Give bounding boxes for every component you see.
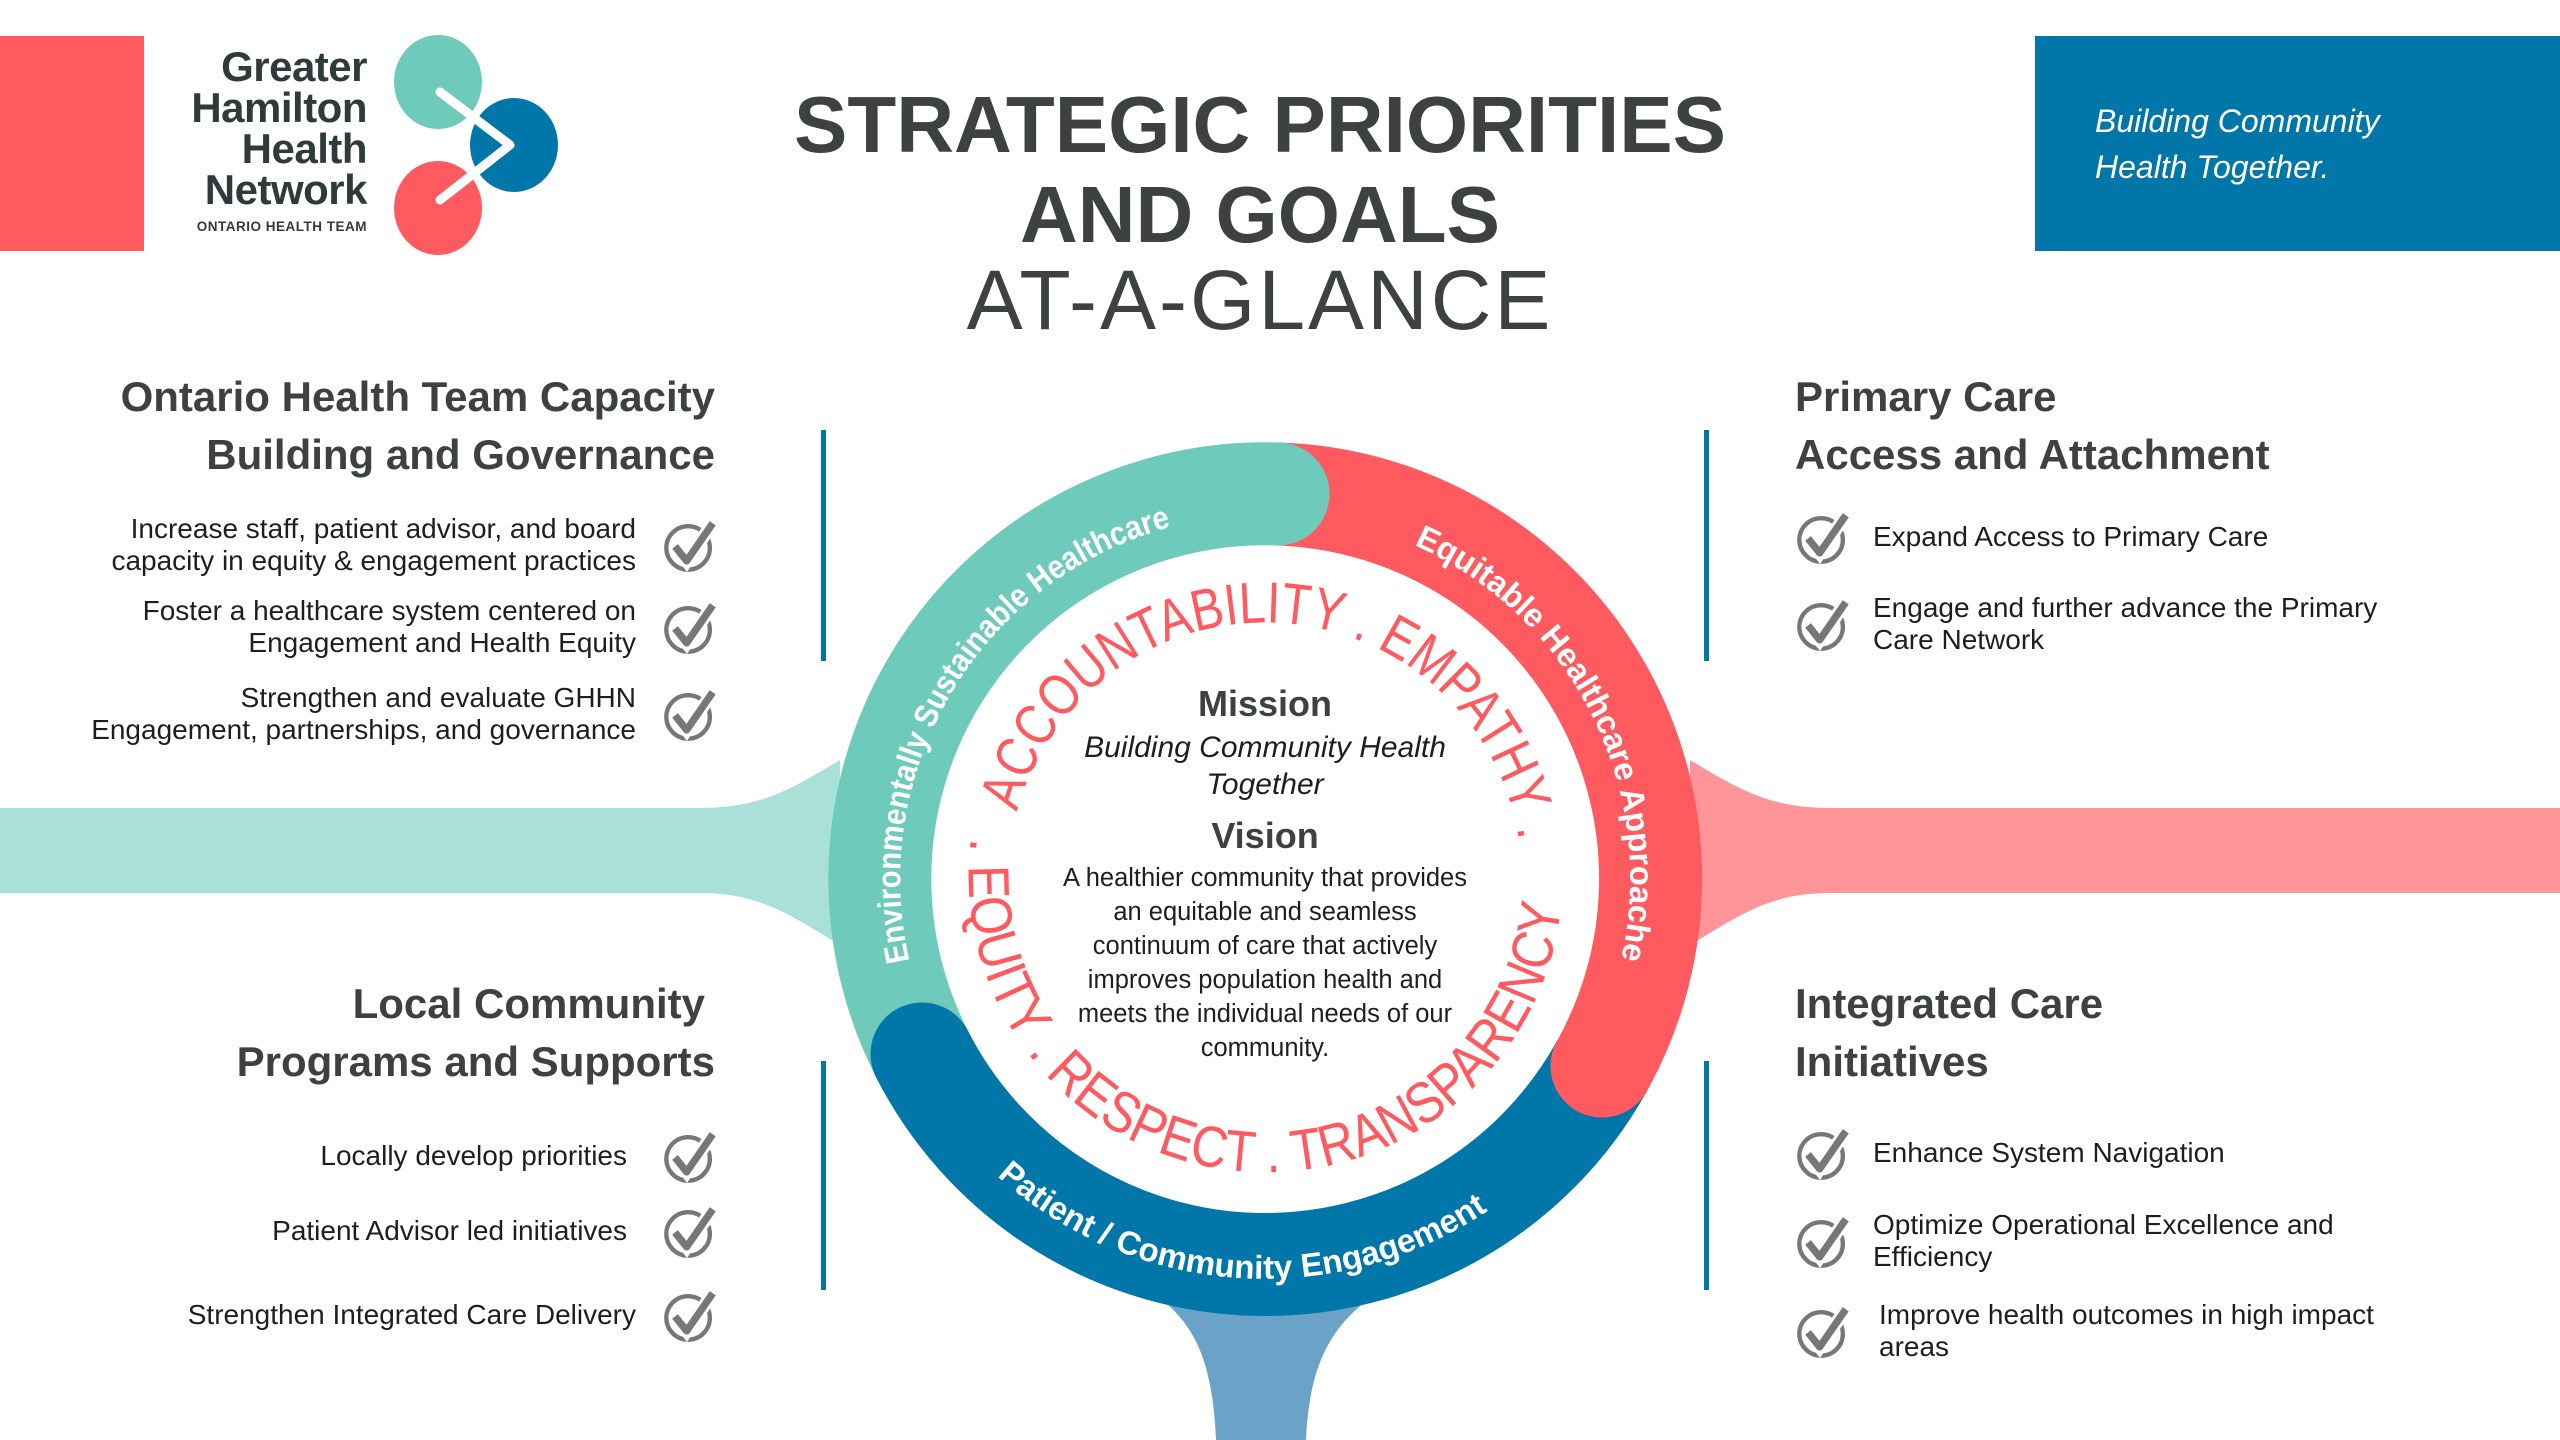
heading-line: Ontario Health Team Capacity: [120, 373, 715, 420]
mission-block: Mission Building Community Health Togeth…: [1015, 683, 1515, 1065]
goal-text: Engagement and Health Equity: [248, 627, 636, 658]
check-circle-icon: [666, 1209, 712, 1255]
heading-line: Integrated Care: [1795, 980, 2104, 1027]
vision-text: A healthier community that provides an e…: [1015, 861, 1515, 1065]
check-circle-icon: [666, 692, 712, 738]
divider-line: [1704, 1061, 1709, 1290]
check-circle-icon: [666, 605, 712, 651]
title-line-2: AND GOALS: [1020, 170, 1500, 259]
logo-line: Health: [241, 125, 368, 172]
ring-segment-equitable: [1275, 442, 1703, 1091]
vision-line: an equitable and seamless: [1113, 898, 1417, 926]
check-circle-icon: [1799, 1219, 1845, 1265]
check-circle-icon: [666, 1134, 712, 1180]
page-subtitle: AT-A-GLANCE: [966, 253, 1554, 347]
divider-line: [821, 1061, 826, 1290]
vision-line: A healthier community that provides: [1063, 864, 1467, 892]
goal-text: Increase staff, patient advisor, and boa…: [130, 513, 636, 544]
goal-item: Expand Access to Primary Care: [1873, 521, 2269, 552]
goal-text: Care Network: [1873, 624, 2045, 655]
divider-line: [821, 430, 826, 661]
goal-item: Enhance System Navigation: [1873, 1137, 2225, 1168]
goal-item: Locally develop priorities: [320, 1140, 627, 1171]
logo-line: Network: [204, 166, 368, 213]
heading-line: Access and Attachment: [1795, 431, 2270, 478]
check-circle-icon: [1799, 602, 1845, 648]
vision-line: meets the individual needs of our: [1077, 1000, 1453, 1028]
page-title: STRATEGIC PRIORITIES AND GOALS: [760, 80, 1760, 260]
check-circle-icon: [1799, 1131, 1845, 1177]
accent-block: [0, 36, 144, 251]
tagline-box: Building Community Health Together.: [2035, 36, 2560, 251]
mission-text: Building Community Health Together: [1015, 729, 1515, 803]
mission-label: Mission: [1197, 683, 1332, 724]
check-circle-icon: [666, 1293, 712, 1339]
left-band: [0, 760, 840, 945]
heading-ohtc-capacity: Ontario Health Team Capacity Building an…: [121, 368, 715, 484]
vision-line: improves population health and: [1087, 966, 1443, 994]
goal-text: Improve health outcomes in high impact: [1879, 1299, 2374, 1330]
divider-line: [1704, 430, 1709, 661]
bottom-stem: [1150, 1290, 1380, 1440]
check-circle-icon: [1799, 1309, 1845, 1355]
mission-line: Together: [1206, 768, 1324, 801]
goal-text: Optimize Operational Excellence and: [1873, 1209, 2334, 1240]
goal-item: Increase staff, patient advisor, and boa…: [111, 513, 636, 577]
heading-primary-care: Primary Care Access and Attachment: [1795, 368, 2270, 484]
tagline-line: Building Community: [2095, 103, 2380, 139]
heading-line: Programs and Supports: [236, 1038, 715, 1085]
logo-mark-icon: [394, 35, 558, 255]
ring-segment-engagement: [876, 1030, 1648, 1316]
heading-line: Local Community: [352, 980, 705, 1027]
goal-text: capacity in equity & engagement practice…: [111, 545, 636, 576]
vision-label: Vision: [1211, 815, 1319, 856]
goal-text: Efficiency: [1873, 1241, 1993, 1272]
logo-wordmark: Greater Hamilton Health Network: [191, 43, 368, 213]
right-band: [1690, 760, 2560, 945]
title-line-1: STRATEGIC PRIORITIES: [794, 80, 1726, 169]
vision-line: community.: [1200, 1034, 1330, 1062]
check-circle-icon: [1799, 515, 1845, 561]
vision-line: continuum of care that actively: [1092, 932, 1438, 960]
heading-line: Primary Care: [1795, 373, 2057, 420]
tagline-line: Health Together.: [2095, 149, 2330, 185]
mission-line: Building Community Health: [1084, 731, 1446, 764]
goal-text: Engagement, partnerships, and governance: [91, 714, 636, 745]
goal-text: Engage and further advance the Primary: [1873, 592, 2378, 623]
check-circle-icon: [666, 523, 712, 569]
heading-line: Building and Governance: [206, 431, 715, 478]
heading-integrated-care: Integrated Care Initiatives: [1795, 975, 2103, 1091]
logo-subtitle: ONTARIO HEALTH TEAM: [196, 219, 367, 234]
goal-text: areas: [1879, 1331, 1950, 1362]
logo-line: Greater: [221, 43, 367, 90]
goal-text: Strengthen and evaluate GHHN: [240, 682, 636, 713]
value-ring: [828, 442, 1703, 1316]
logo-line: Hamilton: [191, 84, 367, 131]
goal-item: Patient Advisor led initiatives: [272, 1215, 627, 1246]
ring-segment-sustainable: [828, 442, 1280, 1078]
goal-item: Strengthen Integrated Care Delivery: [187, 1299, 636, 1330]
goal-text: Foster a healthcare system centered on: [142, 595, 636, 626]
heading-line: Initiatives: [1795, 1038, 1989, 1085]
tagline: Building Community Health Together.: [2095, 98, 2380, 190]
heading-local-community: Local Community Programs and Supports: [237, 975, 715, 1091]
